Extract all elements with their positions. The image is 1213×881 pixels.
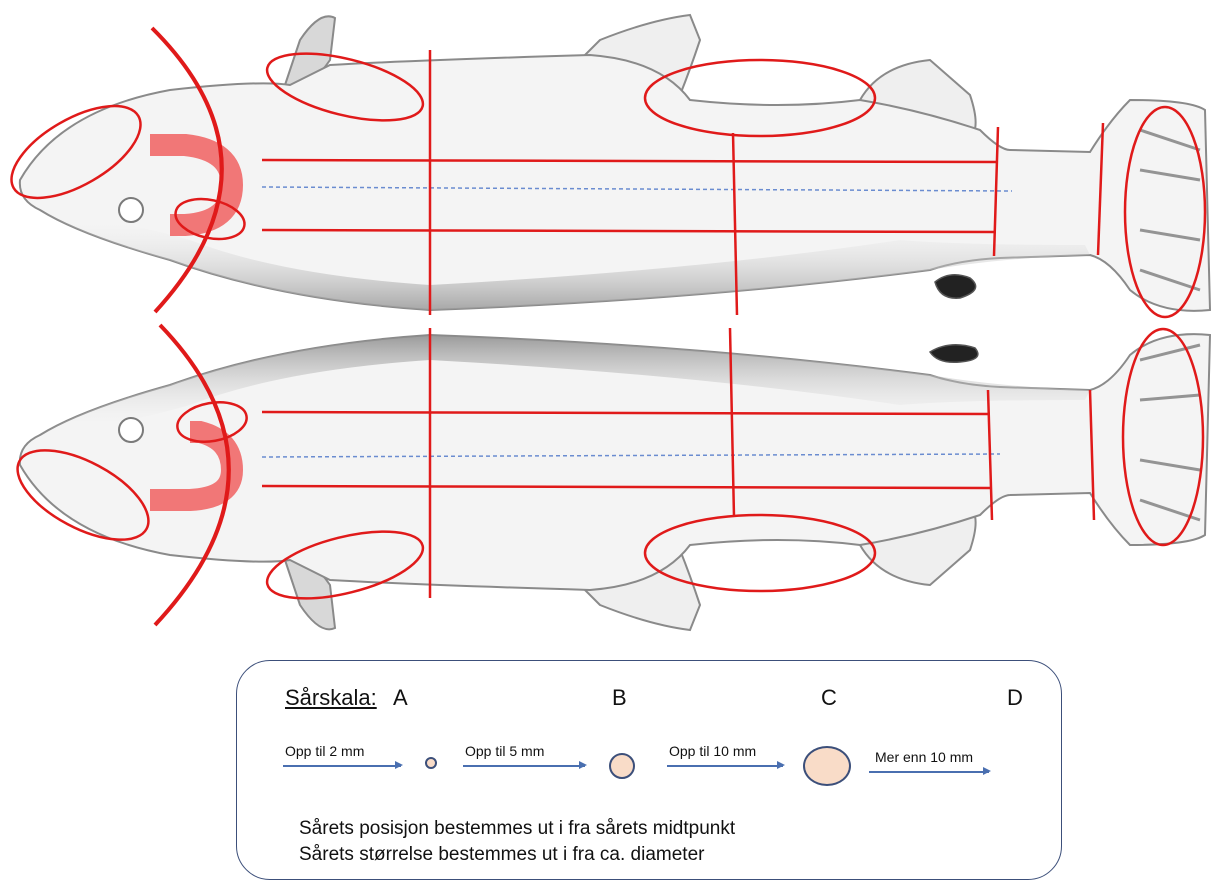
category-b-circle xyxy=(609,753,635,779)
eye-bottom xyxy=(119,418,143,442)
category-c-circle xyxy=(803,746,851,786)
category-c-arrow xyxy=(667,765,783,767)
category-b-letter: B xyxy=(612,685,627,711)
fish-bottom xyxy=(20,334,1210,630)
position-note: Sårets posisjon bestemmes ut i fra såret… xyxy=(299,818,735,840)
category-a-arrow xyxy=(283,765,401,767)
category-a-letter: A xyxy=(393,685,408,711)
eye-top xyxy=(119,198,143,222)
category-d-letter: D xyxy=(1007,685,1023,711)
category-d-arrow xyxy=(869,771,989,773)
fish-top xyxy=(20,15,1210,311)
category-c-range: Opp til 10 mm xyxy=(669,743,756,759)
pelvic-fin-top xyxy=(935,275,976,298)
fish-wound-zone-diagram xyxy=(0,0,1213,660)
legend-title: Sårskala: xyxy=(285,685,377,711)
category-a-range: Opp til 2 mm xyxy=(285,743,364,759)
category-d-range: Mer enn 10 mm xyxy=(875,749,973,765)
pelvic-fin-bottom xyxy=(930,345,978,362)
category-b-arrow xyxy=(463,765,585,767)
category-c-letter: C xyxy=(821,685,837,711)
wound-scale-legend: Sårskala: A B C D Opp til 2 mm Opp til 5… xyxy=(236,660,1062,880)
category-a-circle xyxy=(425,757,437,769)
category-b-range: Opp til 5 mm xyxy=(465,743,544,759)
size-note: Sårets størrelse bestemmes ut i fra ca. … xyxy=(299,844,704,866)
